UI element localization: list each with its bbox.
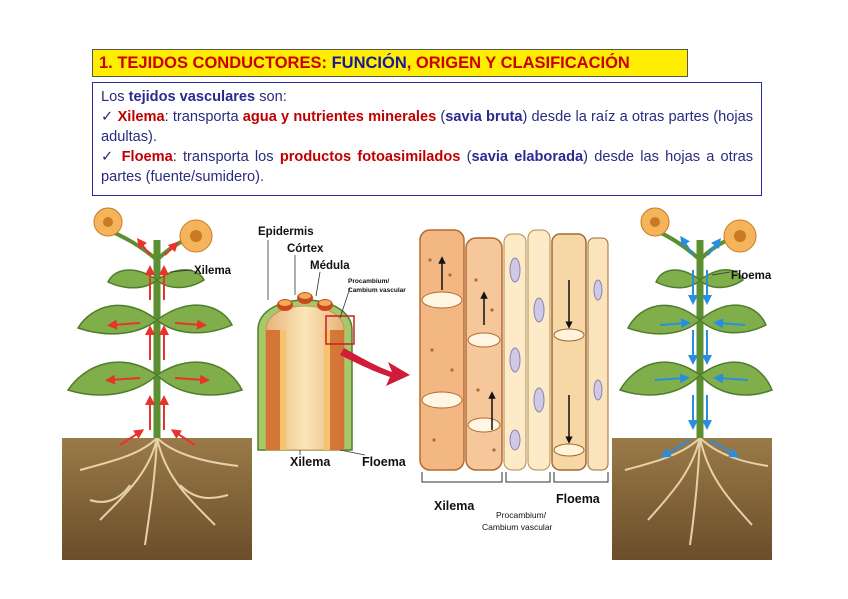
soil-left (62, 438, 252, 560)
label-plant-xilema: Xilema (194, 265, 232, 277)
label-medula: Médula (310, 260, 350, 272)
flower-left-2 (179, 219, 213, 253)
title-part-1: 1. TEJIDOS CONDUCTORES: (99, 54, 332, 72)
check-icon: ✓ (101, 109, 118, 125)
term-savia-bruta: savia bruta (445, 109, 523, 125)
flower-right-2 (723, 219, 757, 253)
label-procambium-1: Procambium/ (348, 278, 389, 285)
term-tejidos-vasculares: tejidos vasculares (128, 89, 256, 105)
label-tissue-procambium-1: Procambium/ (496, 510, 547, 520)
label-tissue-floema: Floema (556, 492, 601, 506)
roots-left (79, 437, 239, 546)
term-agua-nutrientes: agua y nutrientes minerales (242, 109, 437, 125)
label-tissue-xilema: Xilema (434, 499, 475, 513)
intro-line: Los tejidos vasculares son: (101, 89, 287, 105)
term-savia-elaborada: savia elaborada (471, 149, 584, 165)
flower-right-1 (640, 207, 670, 237)
phloem-arrows (654, 235, 749, 458)
leaves-right (618, 269, 773, 396)
flower-left-1 (93, 207, 123, 237)
term-floema: Floema (121, 149, 173, 165)
soil-right (612, 438, 772, 560)
label-tissue-procambium-2: Cambium vascular (482, 522, 553, 532)
title-part-3: , ORIGEN Y CLASIFICACIÓN (406, 54, 630, 72)
zoom-arrow-icon (340, 348, 410, 386)
slide-title: 1. TEJIDOS CONDUCTORES: FUNCIÓN, ORIGEN … (92, 49, 688, 77)
phloem-tubes (551, 233, 609, 471)
vascular-tissue-diagram: Xilema Epidermis Córtex Médula Procambiu… (62, 207, 773, 560)
xilema-definition: ✓ Xilema: transporta agua y nutrientes m… (101, 109, 754, 145)
label-plant-floema: Floema (731, 270, 772, 282)
floema-definition: ✓ Floema: transporta los productos fotoa… (101, 149, 753, 185)
definition-box: Los tejidos vasculares son: ✓ Xilema: tr… (92, 82, 762, 196)
vascular-bundles (277, 292, 333, 311)
check-icon: ✓ (101, 149, 122, 165)
xylem-arrows (105, 238, 210, 446)
label-stem-xilema: Xilema (290, 455, 331, 469)
label-cortex: Córtex (287, 243, 324, 255)
label-procambium-2: Cambium vascular (348, 287, 406, 294)
procambium-cells (503, 229, 551, 471)
xylem-vessels (419, 229, 503, 471)
plant-phloem-illustration: Floema (612, 207, 773, 560)
plant-xylem-illustration: Xilema (62, 207, 252, 560)
label-stem-floema: Floema (362, 455, 407, 469)
title-part-2: FUNCIÓN (331, 54, 407, 72)
zoom-box (325, 315, 355, 345)
term-xilema: Xilema (117, 109, 165, 125)
tissue-detail: Xilema Floema Procambium/ Cambium vascul… (419, 229, 609, 532)
term-productos-fotoasimilados: productos fotoasimilados (279, 149, 461, 165)
label-epidermis: Epidermis (258, 226, 314, 238)
stem-cross-section: Epidermis Córtex Médula Procambium/ Camb… (257, 226, 410, 469)
